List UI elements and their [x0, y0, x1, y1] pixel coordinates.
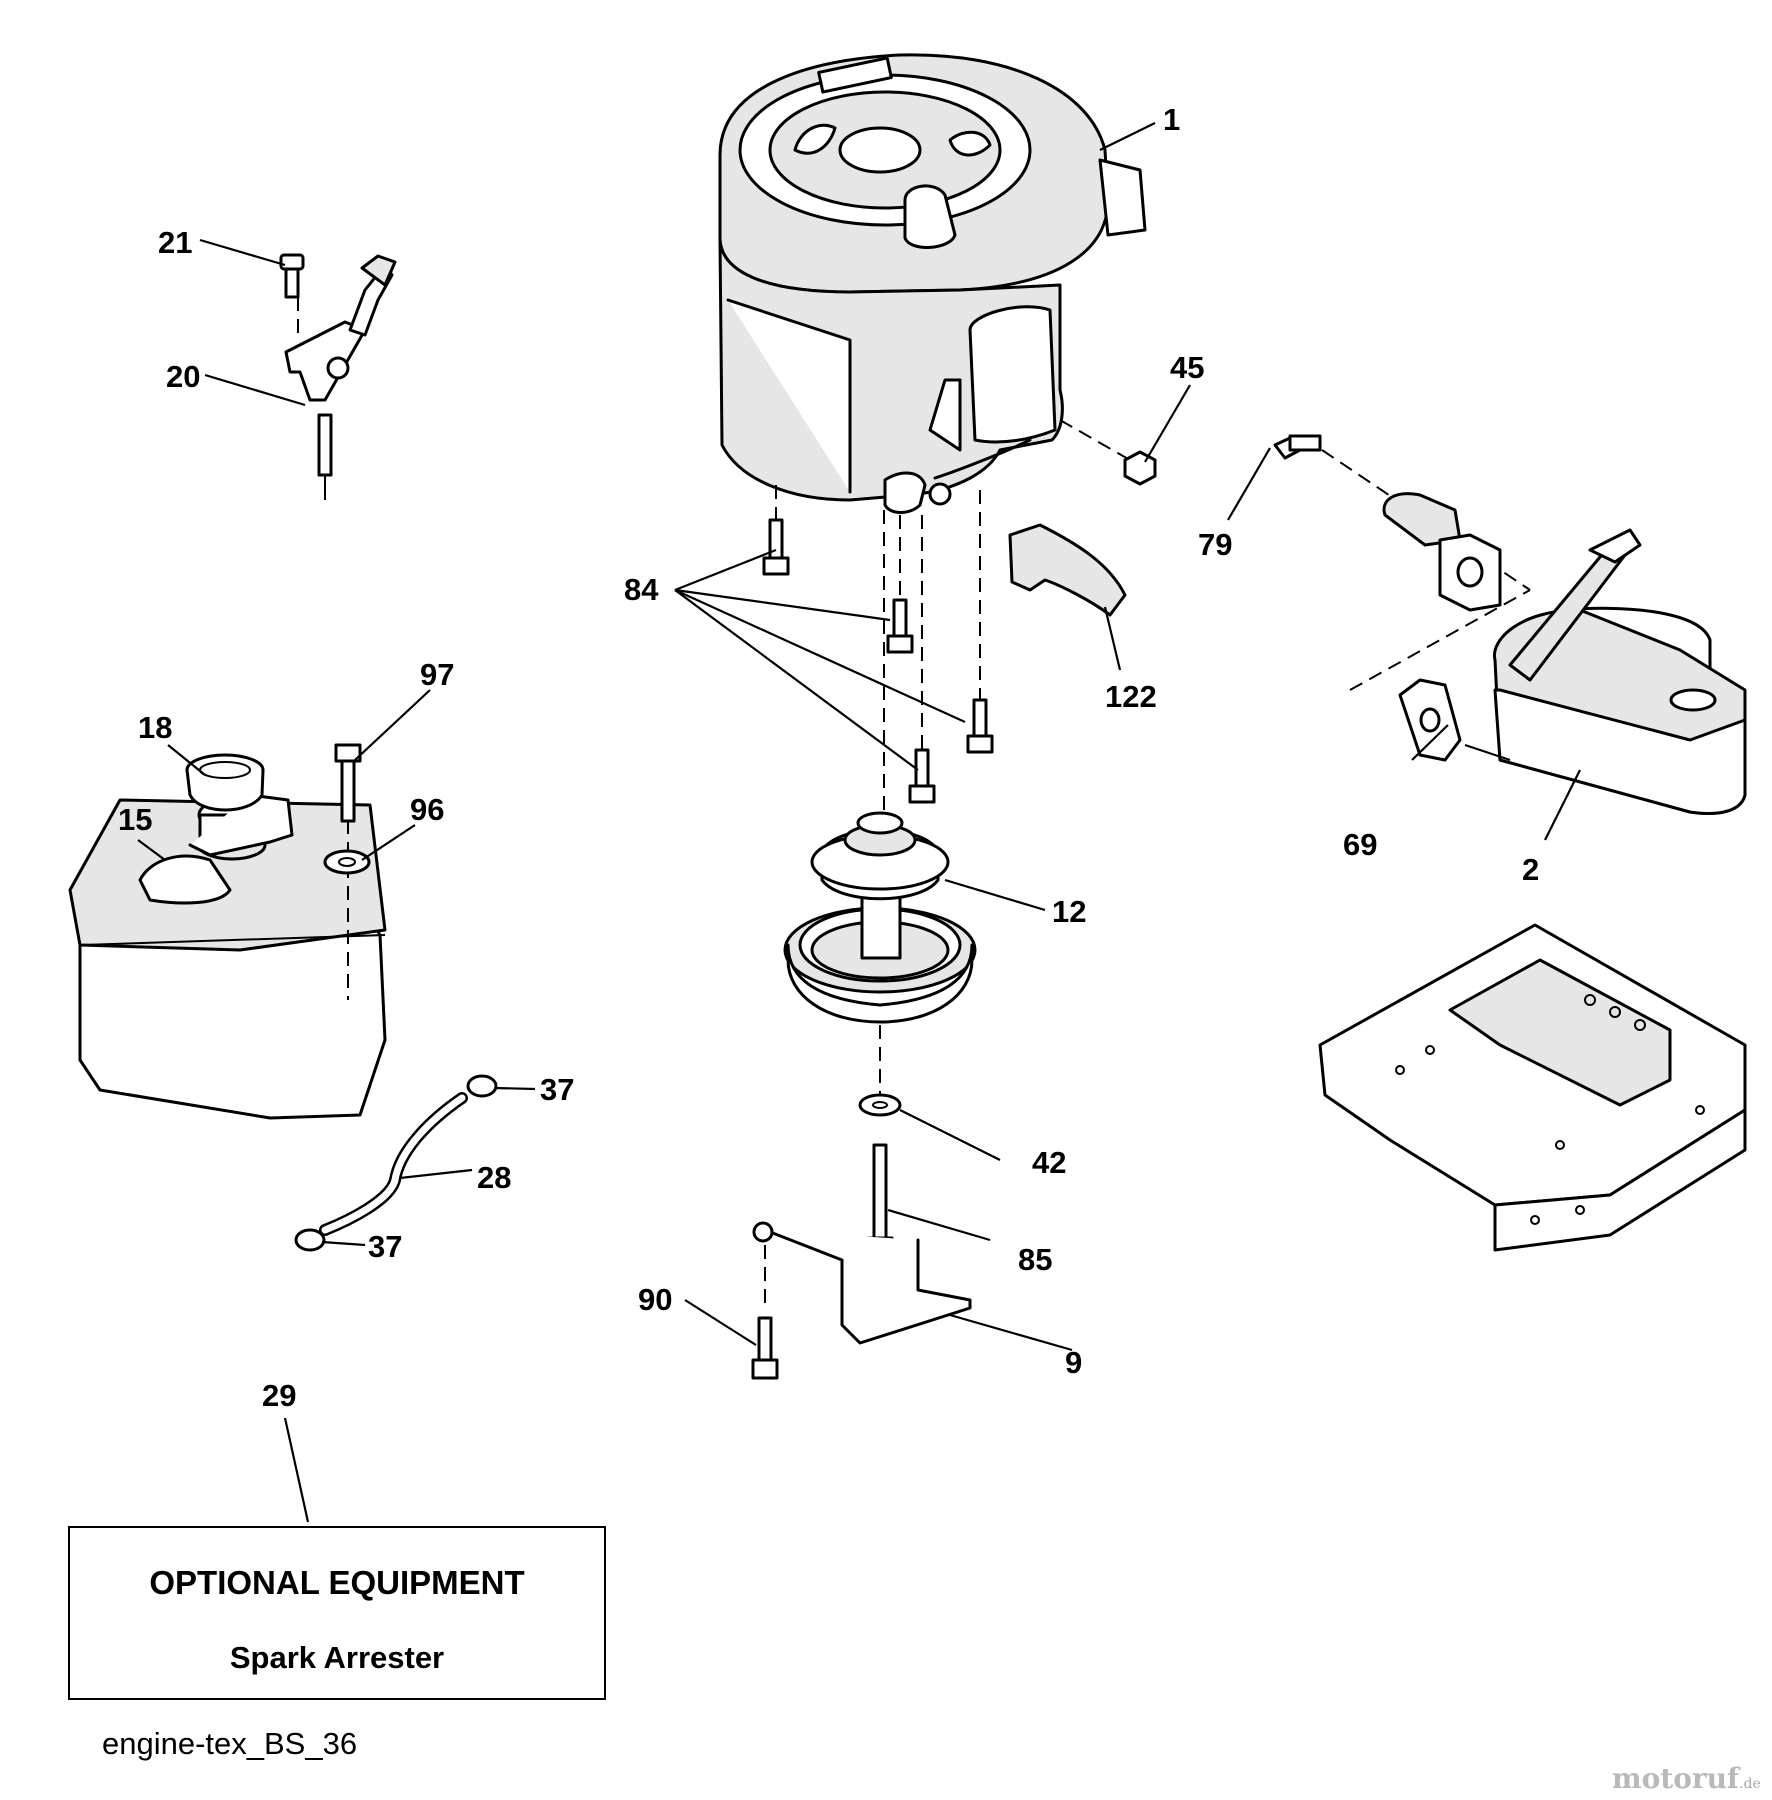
callout-69: 69	[1343, 827, 1377, 862]
watermark-brand: motoruf	[1612, 1762, 1740, 1795]
callout-18: 18	[138, 710, 172, 745]
callout-29: 29	[262, 1378, 296, 1413]
watermark-suffix: .de	[1739, 1776, 1761, 1792]
chassis-frame-illustration	[1318, 923, 1747, 1252]
bolt-washer-illustration	[323, 743, 371, 1000]
callout-12: 12	[1052, 894, 1086, 929]
throttle-control-illustration	[279, 253, 397, 500]
watermark-logo: motoruf.de	[1612, 1762, 1761, 1795]
nut-illustration	[1059, 419, 1157, 486]
diagram-code-label: engine-tex_BS_36	[102, 1726, 358, 1761]
pulley-bolt-illustration	[858, 1093, 902, 1258]
callout-42: 42	[1032, 1145, 1066, 1180]
optional-equipment-title: OPTIONAL EQUIPMENT	[149, 1564, 525, 1601]
callout-97: 97	[420, 657, 454, 692]
callout-79: 79	[1198, 527, 1232, 562]
muffler-illustration	[1273, 434, 1747, 815]
callout-labels: 1 21 20 45 79 84 122 97 18 96 15 69 2 12…	[118, 102, 1539, 1413]
callout-21: 21	[158, 225, 192, 260]
callout-37-bottom: 37	[368, 1229, 402, 1264]
callout-90: 90	[638, 1282, 672, 1317]
callout-28: 28	[477, 1160, 511, 1195]
fuel-line-illustration	[294, 1074, 498, 1252]
callout-15: 15	[118, 802, 152, 837]
leader-lines	[137, 122, 1581, 1523]
callout-1: 1	[1163, 102, 1180, 137]
optional-equipment-box: OPTIONAL EQUIPMENT Spark Arrester	[68, 1526, 606, 1700]
belt-guide-illustration	[751, 1221, 972, 1380]
callout-84: 84	[624, 572, 659, 607]
engine-pulley-illustration	[783, 811, 977, 1100]
callout-122: 122	[1105, 679, 1157, 714]
callout-37-top: 37	[540, 1072, 574, 1107]
callout-45: 45	[1170, 350, 1204, 385]
engine-illustration	[718, 53, 1147, 514]
callout-2: 2	[1522, 852, 1539, 887]
spark-arrester-label: Spark Arrester	[229, 1640, 445, 1675]
callout-96: 96	[410, 792, 444, 827]
fuel-tank-illustration	[68, 753, 387, 1120]
callout-85: 85	[1018, 1242, 1052, 1277]
callout-20: 20	[166, 359, 200, 394]
callout-9: 9	[1065, 1345, 1082, 1380]
heat-shield-illustration	[1008, 523, 1127, 617]
mounting-bolts-illustration	[762, 485, 994, 860]
